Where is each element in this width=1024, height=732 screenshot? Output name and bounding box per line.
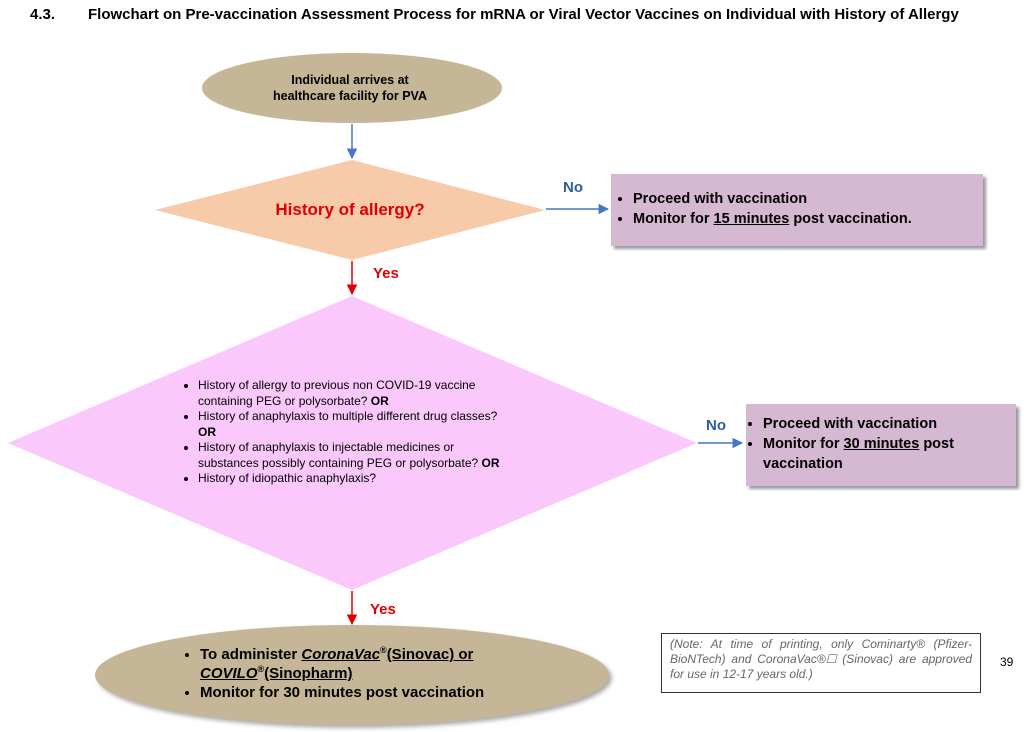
criteria-item: History of idiopathic anaphylaxis?	[198, 471, 508, 487]
box2-item-1: Proceed with vaccination	[763, 414, 1016, 434]
decision-2-criteria: History of allergy to previous non COVID…	[178, 378, 508, 487]
start-line-2: healthcare facility for PVA	[273, 89, 427, 103]
criteria-item: History of allergy to previous non COVID…	[198, 378, 508, 409]
end-item-monitor: Monitor for 30 minutes post vaccination	[200, 683, 572, 702]
decision-1-text: History of allergy?	[275, 200, 425, 219]
decision-diamond-2	[8, 296, 697, 590]
label-yes-1: Yes	[373, 265, 399, 282]
box1-item-1: Proceed with vaccination	[633, 189, 912, 209]
start-oval-text: Individual arrives at healthcare facilit…	[240, 72, 460, 104]
criteria-item: History of anaphylaxis to injectable med…	[198, 440, 508, 471]
criteria-item: History of anaphylaxis to multiple diffe…	[198, 409, 508, 440]
section-title: Flowchart on Pre-vaccination Assessment …	[88, 6, 959, 23]
label-yes-2: Yes	[370, 601, 396, 618]
page-number: 39	[1000, 655, 1014, 669]
end-oval	[95, 625, 609, 725]
approval-note: (Note: At time of printing, only Cominar…	[661, 633, 981, 693]
start-line-1: Individual arrives at	[291, 73, 409, 87]
label-no-1: No	[563, 179, 583, 196]
outcome-box-30min: Proceed with vaccination Monitor for 30 …	[746, 404, 1016, 486]
start-oval	[202, 53, 502, 123]
label-no-2: No	[706, 417, 726, 434]
box1-item-2: Monitor for 15 minutes post vaccination.	[633, 209, 912, 229]
section-number: 4.3.	[30, 6, 56, 23]
box2-item-2: Monitor for 30 minutes post vaccination	[763, 434, 1016, 474]
decision-diamond-1	[155, 160, 545, 260]
end-item-administer: To administer CoronaVac®(Sinovac) orCOVI…	[200, 645, 572, 683]
end-oval-text: To administer CoronaVac®(Sinovac) orCOVI…	[172, 645, 572, 702]
outcome-box-15min: Proceed with vaccination Monitor for 15 …	[611, 174, 983, 246]
